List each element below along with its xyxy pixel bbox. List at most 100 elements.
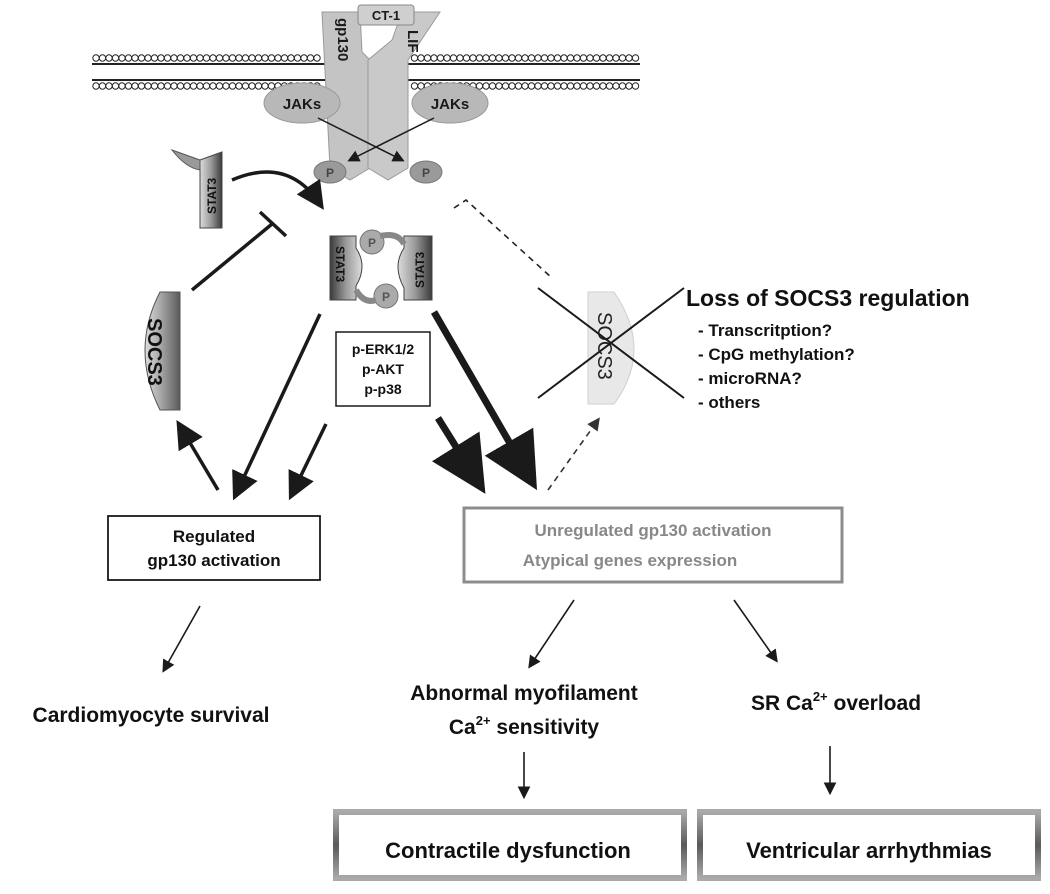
phospholipid-head [560,54,568,62]
stat3-phospho-bottom: P [382,290,390,304]
phospholipid-head [547,82,555,90]
socs3-lost-label: SOCS3 [593,312,615,380]
phospholipid-head [111,54,120,62]
phospholipid-head [456,54,464,62]
phospholipid-head [267,82,276,90]
regulated-line1: Regulated [173,527,255,546]
phospholipid-head [306,54,315,62]
phospholipid-head [189,82,198,90]
phospholipid-head [241,82,250,90]
phospholipid-head [534,82,542,90]
phospholipid-head [131,82,139,90]
phospholipid-head [300,54,308,62]
loss-item-microrna: - microRNA? [698,369,802,388]
phospholipid-head [98,54,107,62]
phospholipid-head [631,54,640,62]
ct1-label: CT-1 [372,8,400,23]
phospholipid-head [248,82,256,90]
phospholipid-head [228,82,237,90]
stat3-monomer: STAT3 [170,148,223,229]
phospholipid-head [215,54,224,62]
phospholipid-head [228,54,237,62]
phospholipid-head [521,82,529,90]
phospholipid-head [495,82,503,90]
phospholipid-head [163,82,172,90]
phospholipid-head [579,54,588,62]
phospholipid-head [261,54,269,62]
phospholipid-head [183,54,191,62]
gp130-label: gp130 [334,18,351,61]
phospholipid-head [111,82,120,90]
phospholipid-head [534,54,542,62]
phospholipid-head [599,82,607,90]
phospholipid-head [592,54,601,62]
phospholipid-head [150,54,159,62]
stat3-phospho-top: P [368,236,376,250]
phospholipid-head [631,82,640,90]
phospholipid-head [514,54,523,62]
survival-label: Cardiomyocyte survival [33,704,270,727]
phospholipid-head [124,82,133,90]
activation-curve-arrow [231,170,324,210]
phospholipid-head [443,54,451,62]
phospholipid-head [605,54,614,62]
phospholipid-head [215,82,224,90]
phospholipid-head [612,54,620,62]
phospholipid-head [157,54,165,62]
phospholipid-head [92,54,100,62]
phospholipid-head [618,54,627,62]
phospholipid-head [137,82,146,90]
phospholipid-head [222,54,230,62]
inhibition-line [190,222,274,292]
stat3-dimer: STAT3 STAT3 P P [329,229,433,309]
phospholipid-head [573,82,581,90]
phospholipid-head [501,82,510,90]
phospholipid-head [605,82,614,90]
phospholipid-head [579,82,588,90]
phospholipid-head [157,82,165,90]
loss-item-others: - others [698,393,760,412]
phospholipid-head [475,82,484,90]
loss-item-methylation: - CpG methylation? [698,345,855,364]
phospholipid-head [287,54,295,62]
phospholipid-head [592,82,601,90]
loss-item-transcription: - Transcritption? [698,321,832,340]
phospholipid-head [176,54,185,62]
kinase-akt: p-AKT [362,361,404,377]
phospholipid-head [560,82,568,90]
phospholipid-head [430,54,438,62]
phospholipid-head [124,54,133,62]
arrow-to-socs3 [176,419,220,491]
phospholipid-head [189,54,198,62]
phospholipid-head [410,54,419,62]
arrow-kinase-to-unregulated [431,416,486,494]
phospholipid-head [553,82,562,90]
lif-label: LIF [404,30,421,53]
phospholipid-head [449,54,458,62]
arrhythmias-label: Ventricular arrhythmias [746,838,992,863]
contractile-box: Contractile dysfunction [333,809,687,881]
jak-right [411,82,489,124]
phospholipid-head [586,54,594,62]
phospholipid-head [183,82,191,90]
phospholipid-head [196,54,204,62]
jak-left-label: JAKs [283,96,321,113]
stat3-monomer-label: STAT3 [205,177,219,214]
phospholipid-head [566,82,575,90]
phospholipid-head [514,82,523,90]
phospholipid-head [98,82,107,90]
phospholipid-head [547,54,555,62]
phospholipid-head [274,54,282,62]
phospholipid-head [144,82,152,90]
phospholipid-head [553,54,562,62]
phospholipid-head [618,82,627,90]
phospholipid-head [599,54,607,62]
phospholipid-head [131,54,139,62]
phospholipid-head [527,54,536,62]
phospholipid-head [137,54,146,62]
phospholipid-head [540,82,549,90]
phospholipid-head [261,82,269,90]
myofilament-line2: Ca2+ sensitivity [449,713,600,739]
phospholipid-head [248,54,256,62]
phospholipid-head [202,54,211,62]
